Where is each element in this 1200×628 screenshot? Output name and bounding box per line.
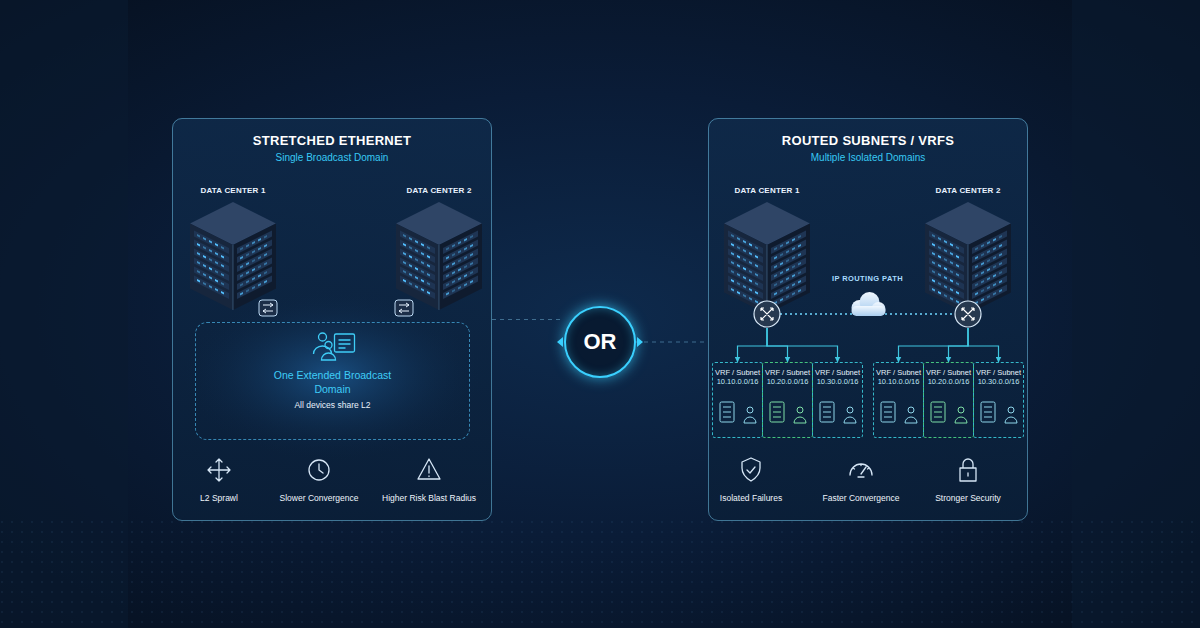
node-heading: VRF / Subnet [876,368,921,377]
connector [899,328,969,362]
node-heading: OR [584,329,617,355]
node-heading: VRF / Subnet [976,368,1021,377]
shield-icon [742,458,760,481]
feature-label: Faster Convergence [822,493,899,503]
edge-label: IP ROUTING PATH [832,274,903,283]
node-heading: DATA CENTER 2 [406,186,471,195]
connector [276,307,396,310]
server-rack [190,202,276,310]
server-user-icon [981,402,1017,423]
server-rack [724,202,810,314]
connector [492,319,564,320]
node-subtext: Single Broadcast Domain [276,152,389,163]
connector [738,328,768,362]
switch-icon [259,300,277,316]
connector [949,328,969,362]
datacenter-node: DATA CENTER 2 [925,184,1011,328]
node-heading: DATA CENTER 2 [935,186,1000,195]
node-heading: DATA CENTER 1 [200,186,265,195]
server-user-icon [770,402,806,423]
server-user-icon [720,402,756,423]
node-subtext: 10.10.0.0/16 [717,377,759,386]
feature-label: L2 Sprawl [200,493,238,503]
router-icon [955,301,981,327]
clock-icon [309,460,329,480]
router-icon [754,301,780,327]
server-user-icon [881,402,917,423]
node-heading: VRF / Subnet [815,368,860,377]
node-subtext: 10.20.0.0/16 [928,377,970,386]
panel-box: STRETCHED ETHERNET Single Broadcast Domai… [172,118,492,521]
node-heading: VRF / Subnet [765,368,810,377]
node-heading: VRF / Subnet [926,368,971,377]
vrf-subnet-box: VRF / Subnet10.10.0.0/16 [873,362,924,438]
feature-label: Higher Risk Blast Radius [382,493,476,503]
server-rack [396,202,482,310]
server-user-icon [931,402,967,423]
datacenter-node: DATA CENTER 1 [724,184,810,328]
sprawl-icon [208,459,230,481]
switch-icon [395,300,413,316]
users-screen-icon [314,333,355,360]
node-heading: VRF / Subnet [715,368,760,377]
gauge-icon [850,464,872,477]
server-rack [925,202,1011,314]
node-heading: DATA CENTER 1 [734,186,799,195]
node-heading: One Extended Broadcast Domain [268,369,398,396]
panel-box: ROUTED SUBNETS / VRFS Multiple Isolated D… [708,118,1028,521]
feature-label: Stronger Security [935,493,1001,503]
feature-label: Isolated Failures [720,493,782,503]
vrf-subnet-box: VRF / Subnet10.20.0.0/16 [923,362,974,438]
node-heading: STRETCHED ETHERNET [253,133,412,148]
node-heading: ROUTED SUBNETS / VRFS [782,133,954,148]
vrf-subnet-box: VRF / Subnet10.30.0.0/16 [812,362,863,438]
connector [636,341,708,342]
broadcast-domain-region: One Extended Broadcast DomainAll devices… [195,322,470,440]
cloud-icon [852,292,886,316]
vrf-subnet-box: VRF / Subnet10.30.0.0/16 [973,362,1024,438]
server-user-icon [820,402,856,423]
warning-icon [418,459,440,479]
lock-icon [960,459,976,481]
node-subtext: 10.30.0.0/16 [978,377,1020,386]
feature-label: Slower Convergence [280,493,359,503]
connector [968,328,999,362]
node-subtext: All devices share L2 [294,400,370,410]
node-subtext: 10.20.0.0/16 [767,377,809,386]
connector [767,328,838,362]
or-circle: OR [564,306,636,378]
node-subtext: 10.30.0.0/16 [817,377,859,386]
vrf-subnet-box: VRF / Subnet10.20.0.0/16 [762,362,813,438]
datacenter-node: DATA CENTER 1 [190,184,276,318]
node-subtext: 10.10.0.0/16 [878,377,920,386]
datacenter-node: DATA CENTER 2 [396,184,482,318]
connector [767,328,788,362]
node-subtext: Multiple Isolated Domains [811,152,926,163]
vrf-subnet-box: VRF / Subnet10.10.0.0/16 [712,362,763,438]
